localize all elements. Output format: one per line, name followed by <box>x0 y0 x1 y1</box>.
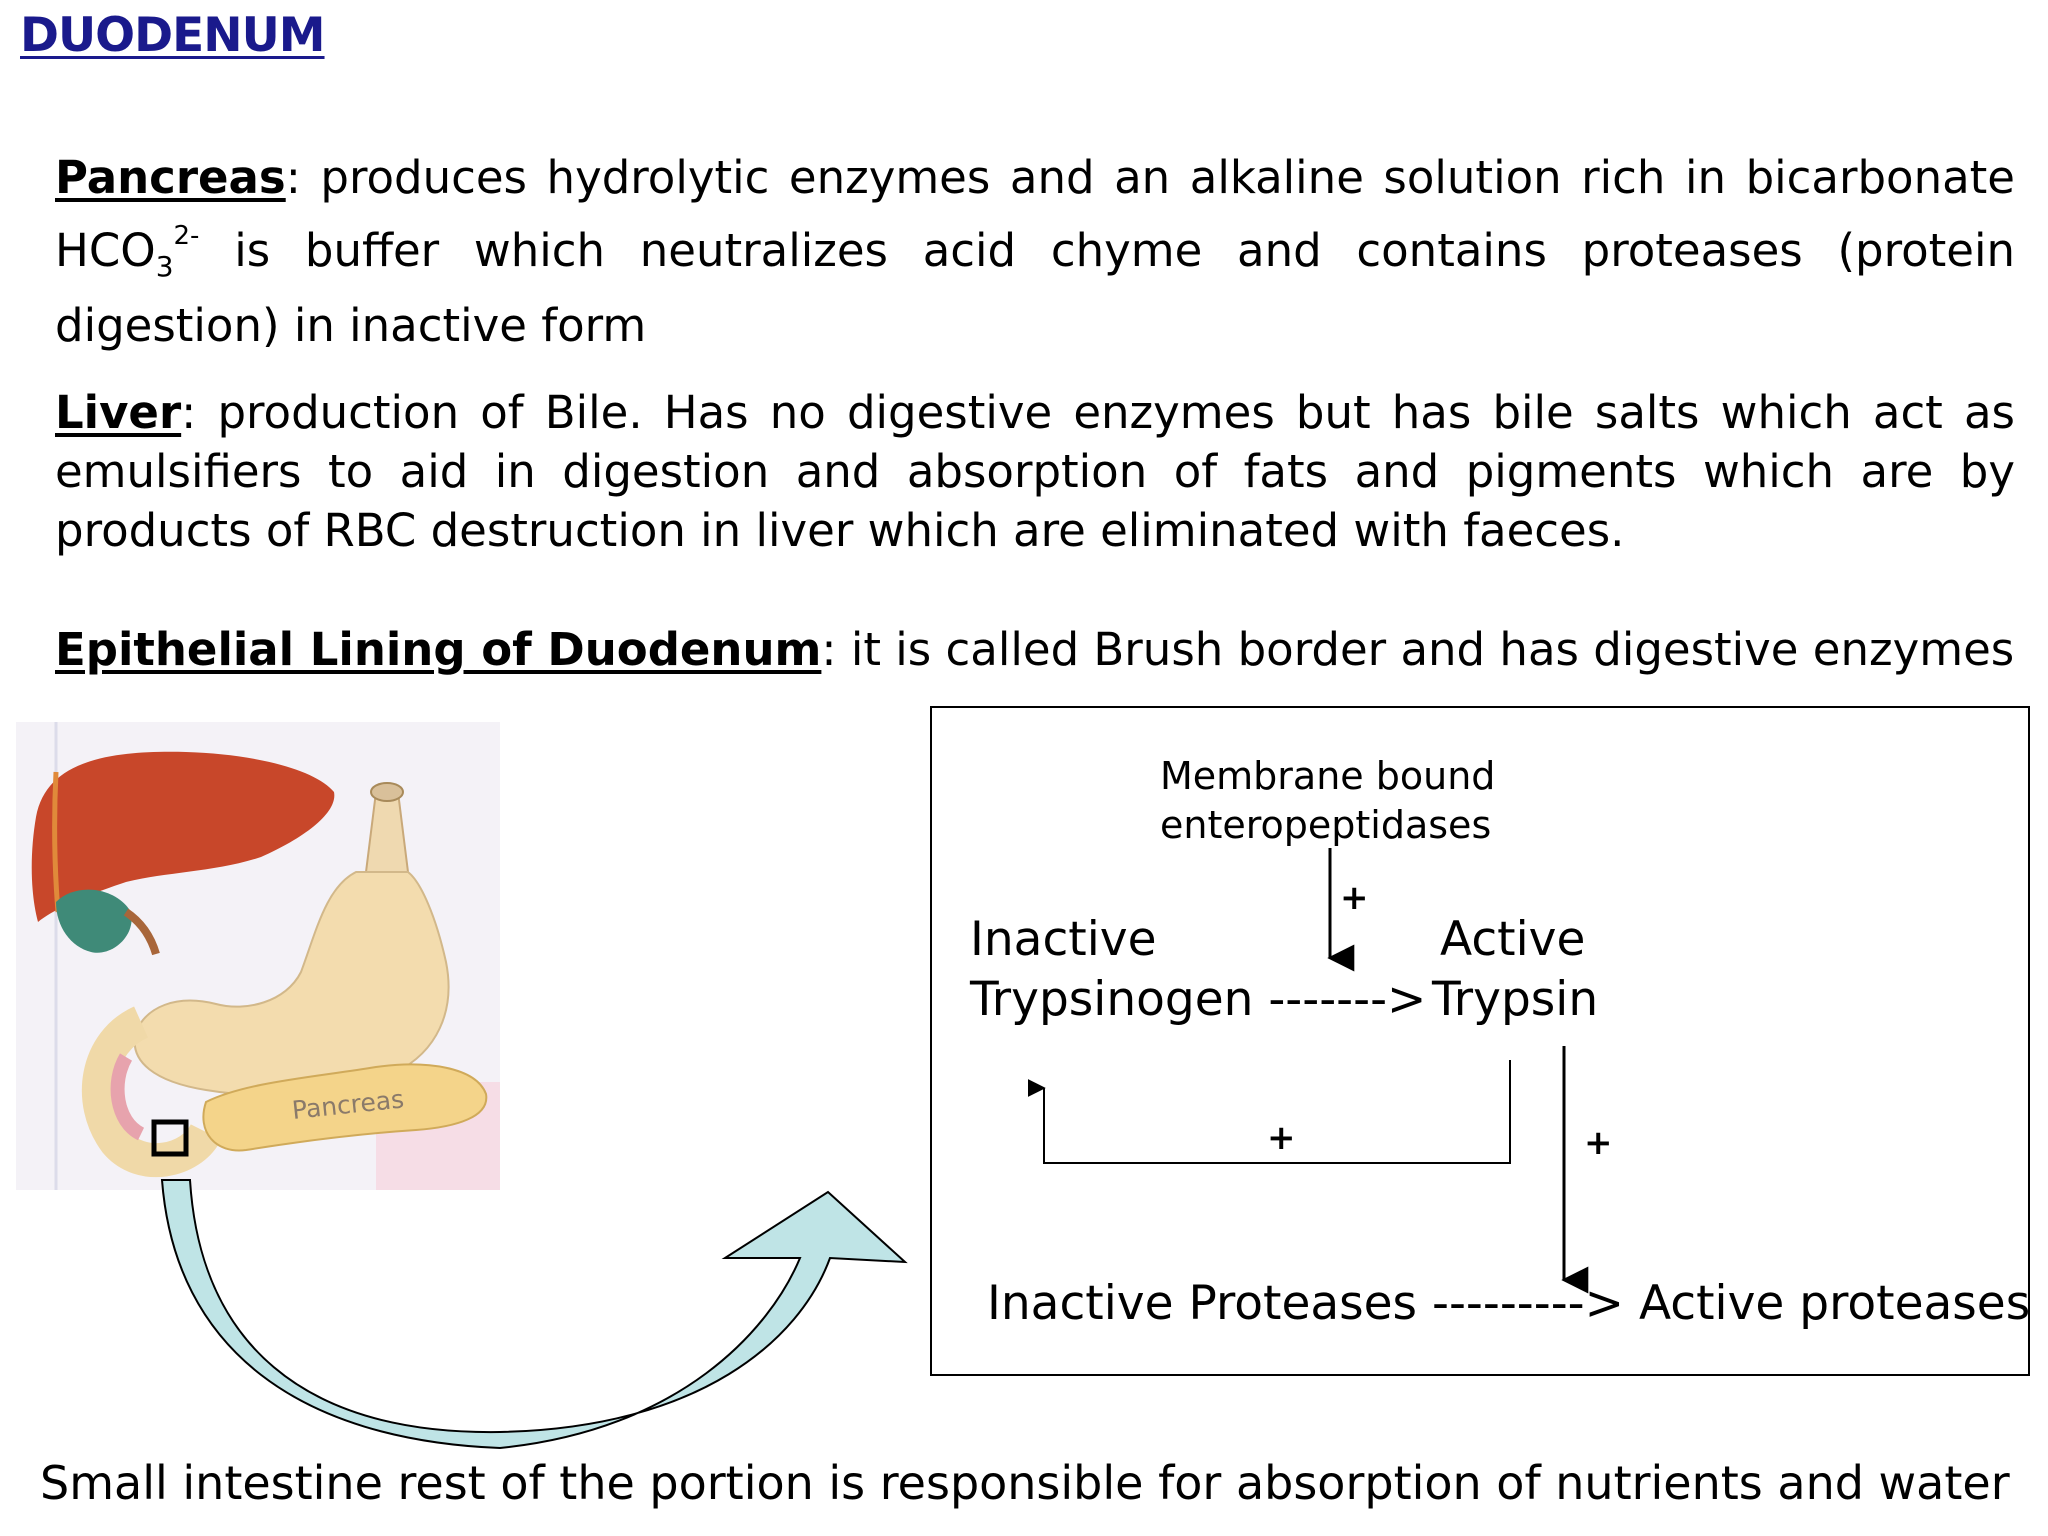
footer-text: Small intestine rest of the portion is r… <box>40 1456 2010 1510</box>
diagram-arrows <box>1027 848 1589 1294</box>
feedback-loop-arrow <box>1027 1060 1511 1164</box>
bicarbonate-superscript: 2- <box>173 221 200 251</box>
liver-shape <box>31 751 335 922</box>
pancreas-heading: Pancreas <box>55 151 286 204</box>
active-word: Active <box>1440 912 1586 967</box>
activation-diagram-box: Membrane bound enteropeptidases + Inacti… <box>930 706 2030 1376</box>
gallbladder-shape <box>56 889 132 953</box>
liver-heading: Liver <box>55 386 182 439</box>
inactive-word: Inactive <box>970 912 1157 967</box>
pancreas-shape <box>202 1063 488 1152</box>
liver-text: : production of Bile. Has no digestive e… <box>55 386 2015 557</box>
pancreas-text-a: : produces hydrolytic enzymes and an alk… <box>55 151 2015 277</box>
trypsinogen-word: Trypsinogen -------> <box>970 972 1427 1027</box>
proteases-activation-line: Inactive Proteases ---------> Active pro… <box>987 1276 2031 1331</box>
pancreas-paragraph: Pancreas: produces hydrolytic enzymes an… <box>55 148 2015 355</box>
epithelium-paragraph: Epithelial Lining of Duodenum: it is cal… <box>55 620 2015 679</box>
enzyme-line-1: Membrane bound <box>1160 754 1496 798</box>
enzyme-line-2: enteropeptidases <box>1160 803 1492 847</box>
active-trypsin-label: Active Trypsin <box>1432 910 1598 1030</box>
duodenum-marker-square <box>151 1119 189 1157</box>
epithelium-heading: Epithelial Lining of Duodenum <box>55 623 822 676</box>
pancreas-text-b: is buffer which neutralizes acid chyme a… <box>55 224 2015 352</box>
enzyme-plus-sign: + <box>1340 878 1369 918</box>
enteropeptidase-label: Membrane bound enteropeptidases <box>1160 752 1495 850</box>
bicarbonate-subscript: 3 <box>155 250 174 283</box>
feedback-plus-sign: + <box>1267 1118 1296 1158</box>
liver-paragraph: Liver: production of Bile. Has no digest… <box>55 383 2015 560</box>
digestive-organs-illustration: Pancreas <box>16 722 500 1190</box>
downward-plus-sign: + <box>1584 1123 1613 1163</box>
trypsin-word: Trypsin <box>1432 972 1599 1027</box>
inactive-trypsinogen-label: Inactive Trypsinogen -------> <box>970 910 1426 1030</box>
stomach-shape <box>133 871 450 1096</box>
curved-arrow-shape <box>160 1179 908 1450</box>
page-title: DUODENUM <box>20 8 326 63</box>
epithelium-text: : it is called Brush border and has dige… <box>821 623 2015 676</box>
